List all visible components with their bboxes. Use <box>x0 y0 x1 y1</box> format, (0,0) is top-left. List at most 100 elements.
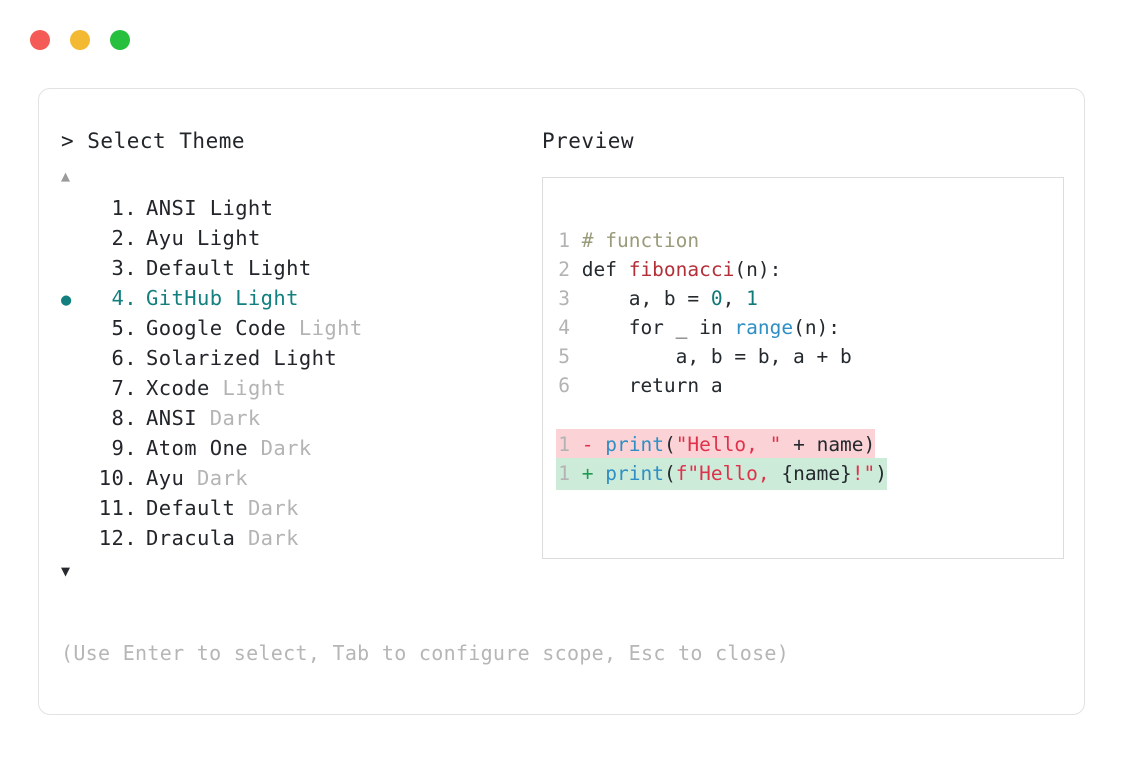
code-token <box>593 462 605 485</box>
theme-list-item[interactable]: 7. Xcode Light <box>61 376 531 406</box>
code-token: {name} <box>781 462 852 485</box>
theme-list-item[interactable]: 2.Ayu Light <box>61 226 531 256</box>
theme-item-number: 4. <box>111 286 137 310</box>
theme-list-item[interactable]: 9. Atom One Dark <box>61 436 531 466</box>
diff-highlight: 1 - print("Hello, " + name) <box>556 429 876 461</box>
theme-item-number: 1. <box>111 196 137 220</box>
line-number: 1 <box>558 433 570 456</box>
line-number: 5 <box>558 345 570 368</box>
theme-item-variant: Light <box>184 226 261 250</box>
keyboard-hint-text: (Use Enter to select, Tab to configure s… <box>61 641 790 665</box>
theme-item-variant: Dark <box>196 406 261 430</box>
theme-item-label: Ayu Light <box>146 226 261 250</box>
scroll-down-indicator-icon[interactable]: ▼ <box>61 562 71 580</box>
code-line: 1 # function <box>556 226 887 255</box>
diff-line-add: 1 + print(f"Hello, {name}!") <box>556 458 888 490</box>
theme-item-number: 6. <box>111 346 137 370</box>
code-line: 5 a, b = b, a + b <box>556 342 887 371</box>
theme-item-label: Atom One Dark <box>146 436 312 460</box>
theme-item-variant: Light <box>235 256 312 280</box>
theme-item-variant: Light <box>209 376 287 400</box>
selected-bullet-icon: ● <box>61 290 72 310</box>
code-token: !" <box>851 462 876 485</box>
scroll-up-indicator-icon[interactable]: ▲ <box>61 167 71 185</box>
theme-list-item[interactable]: 12. Dracula Dark <box>61 526 531 556</box>
theme-item-label: Google Code Light <box>146 316 363 340</box>
theme-item-label: Default Dark <box>146 496 299 520</box>
code-line: 3 a, b = 0, 1 <box>556 284 887 313</box>
theme-item-number: 12. <box>98 526 137 550</box>
code-token: def <box>570 258 629 281</box>
code-token: ( <box>663 433 676 456</box>
theme-item-label: Dracula Dark <box>146 526 299 550</box>
theme-item-number: 8. <box>111 406 137 430</box>
theme-item-number: 10. <box>98 466 137 490</box>
theme-item-variant: Dark <box>184 466 248 490</box>
code-blank-line <box>556 400 887 429</box>
code-line: 2 def fibonacci(n): <box>556 255 887 284</box>
theme-list-item[interactable]: 6. Solarized Light <box>61 346 531 376</box>
code-token: ) <box>875 462 888 485</box>
theme-item-variant: Light <box>196 196 274 220</box>
theme-item-label: ANSI Dark <box>146 406 261 430</box>
code-token: return a <box>570 374 723 397</box>
theme-item-label: Solarized Light <box>146 346 338 370</box>
code-token: + name) <box>781 433 876 456</box>
code-token: a, b = <box>570 287 711 310</box>
code-token <box>593 433 605 456</box>
preview-heading: Preview <box>542 129 635 153</box>
code-line: 4 for _ in range(n): <box>556 313 887 342</box>
theme-item-label: Ayu Dark <box>146 466 248 490</box>
theme-item-number: 11. <box>98 496 137 520</box>
theme-item-number: 7. <box>111 376 137 400</box>
code-token: for _ in <box>570 316 735 339</box>
diff-highlight: 1 + print(f"Hello, {name}!") <box>556 458 888 490</box>
theme-list-item[interactable]: 5. Google Code Light <box>61 316 531 346</box>
line-number: 2 <box>558 258 570 281</box>
diff-line-del: 1 - print("Hello, " + name) <box>556 429 887 461</box>
code-token: range <box>734 316 794 339</box>
line-number: 3 <box>558 287 570 310</box>
maximize-window-button[interactable] <box>110 30 130 50</box>
theme-item-number: 3. <box>111 256 137 280</box>
code-token: 1 <box>746 287 758 310</box>
line-number: 1 <box>558 462 570 485</box>
theme-item-label: Default Light <box>146 256 312 280</box>
minimize-window-button[interactable] <box>70 30 90 50</box>
theme-item-number: 9. <box>111 436 137 460</box>
code-token: print <box>605 433 664 456</box>
window-traffic-lights <box>30 30 130 50</box>
theme-list-item[interactable]: 3. Default Light <box>61 256 531 286</box>
code-token: ( <box>663 462 676 485</box>
close-window-button[interactable] <box>30 30 50 50</box>
code-token: print <box>605 462 664 485</box>
theme-item-variant: Light <box>286 316 363 340</box>
theme-list-item[interactable]: 10. Ayu Dark <box>61 466 531 496</box>
theme-item-variant: Light <box>260 346 338 370</box>
theme-item-label: Xcode Light <box>146 376 287 400</box>
theme-list-item[interactable]: 11. Default Dark <box>61 496 531 526</box>
code-token: "Hello, " <box>675 433 782 456</box>
select-theme-heading: > Select Theme <box>61 129 246 153</box>
code-token: (n): <box>793 316 841 339</box>
diff-marker: - <box>570 433 594 456</box>
code-token: # function <box>570 229 700 252</box>
code-token: (n): <box>734 258 782 281</box>
theme-list-item[interactable]: 8. ANSI Dark <box>61 406 531 436</box>
line-number: 6 <box>558 374 570 397</box>
code-token: , <box>722 287 747 310</box>
theme-item-number: 5. <box>111 316 137 340</box>
theme-item-variant: Dark <box>235 496 299 520</box>
theme-list-item[interactable]: 1.ANSI Light <box>61 196 531 226</box>
theme-item-label: GitHub Light <box>146 286 299 310</box>
line-number: 4 <box>558 316 570 339</box>
theme-item-variant: Light <box>222 286 299 310</box>
theme-list-item[interactable]: ● 4. GitHub Light <box>61 286 531 316</box>
